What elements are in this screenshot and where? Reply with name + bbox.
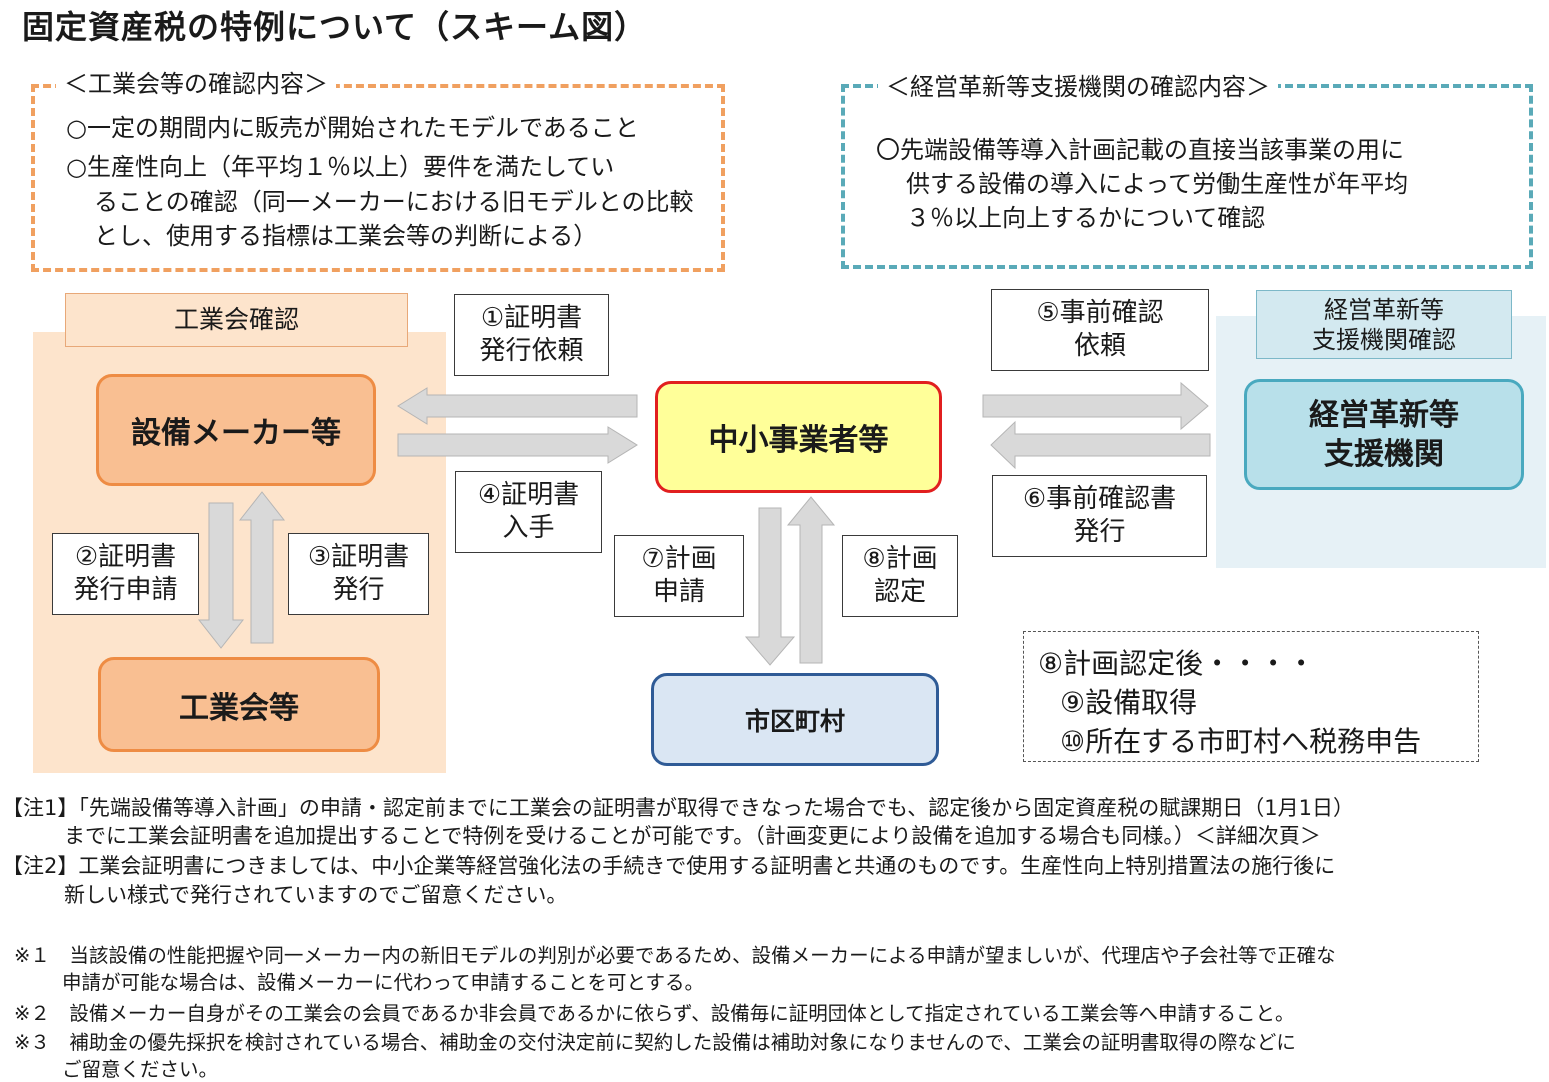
note-1: 【注1】「先端設備等導入計画」の申請・認定前までに工業会の証明書が取得できなった… (2, 796, 1354, 820)
remark-1: ※１ 当該設備の性能把握や同一メーカー内の新旧モデルの判別が必要であるため、設備… (14, 944, 1336, 967)
step-8-label: ⑧計画認定 (842, 535, 958, 617)
arrow-up-issue (238, 491, 286, 644)
page-title: 固定資産税の特例について（スキーム図） (22, 8, 648, 46)
step-4-label: ④証明書入手 (455, 471, 602, 553)
step-7-label: ⑦計画申請 (614, 535, 744, 617)
step-6-line: 発行 (1073, 517, 1126, 547)
step-4-line: ④証明書 (477, 479, 580, 510)
step-7-line: 申請 (652, 577, 705, 607)
step-6-label: ⑥事前確認書発行 (992, 475, 1207, 557)
kogyo-confirmation-line: とし、使用する指標は工業会等の判断による） (94, 222, 598, 250)
arrow-down-plan-apply (744, 507, 796, 666)
step-3-label: ③証明書発行 (288, 533, 429, 615)
step-8-line: 認定 (873, 577, 926, 607)
step-2-line: 発行申請 (73, 575, 178, 605)
support-organization-node: 経営革新等 支援機関 (1244, 379, 1524, 490)
arrow-left-preconfirm-issue (990, 420, 1211, 470)
step-5-line: 依頼 (1073, 331, 1126, 361)
after-approval-line: ⑨設備取得 (1060, 686, 1198, 719)
step-4-line: 入手 (502, 513, 555, 543)
after-approval-line: ⑩所在する市町村へ税務申告 (1060, 725, 1422, 758)
arrow-up-plan-approve (786, 496, 836, 664)
remark-2: ※２ 設備メーカー自身がその工業会の会員であるか非会員であるかに依らず、設備毎に… (14, 1002, 1295, 1025)
support-organization-line: 支援機関 (1324, 436, 1444, 472)
step-2-line: ②証明書 (74, 541, 177, 572)
arrow-left-request (397, 387, 638, 425)
municipality-node: 市区町村 (651, 673, 939, 766)
step-7-line: ⑦計画 (641, 543, 717, 574)
support-confirm-label-line: 経営革新等 (1324, 295, 1444, 324)
sme-node: 中小事業者等 (655, 381, 942, 493)
after-approval-line: ⑧計画認定後・・・・ (1038, 647, 1316, 680)
step-6-line: ⑥事前確認書 (1022, 483, 1177, 514)
step-3-line: 発行 (332, 575, 385, 605)
step-8-line: ⑧計画 (862, 543, 938, 574)
kogyo-confirmation-box (31, 84, 725, 272)
step-2-label: ②証明書発行申請 (52, 533, 199, 615)
arrow-right-obtain (397, 426, 638, 464)
support-confirmation-line: 供する設備の導入によって労働生産性が年平均 (906, 170, 1409, 198)
support-confirmation-heading: ＜経営革新等支援機関の確認内容＞ (878, 67, 1278, 102)
step-5-label: ⑤事前確認依頼 (991, 289, 1209, 371)
note-1-cont: までに工業会証明書を追加提出することで特例を受けることが可能です。（計画変更によ… (64, 824, 1321, 848)
kogyo-confirmation-line: ○生産性向上（年平均１％以上）要件を満たしてい (66, 153, 615, 181)
kogyo-confirm-label: 工業会確認 (65, 293, 408, 347)
remark-3-cont: ご留意ください。 (62, 1058, 219, 1081)
step-1-line: ①証明書 (480, 302, 583, 333)
kogyo-confirmation-heading: ＜工業会等の確認内容＞ (56, 64, 336, 99)
kogyo-confirmation-line: ○一定の期間内に販売が開始されたモデルであること (66, 114, 639, 142)
remark-3: ※３ 補助金の優先採択を検討されている場合、補助金の交付決定前に契約した設備は補… (14, 1031, 1296, 1054)
step-3-line: ③証明書 (307, 541, 410, 572)
arrow-down-apply (197, 502, 245, 649)
note-2-cont: 新しい様式で発行されていますのでご留意ください。 (64, 883, 568, 907)
kogyo-confirmation-line: ることの確認（同一メーカーにおける旧モデルとの比較 (94, 188, 694, 216)
step-5-line: ⑤事前確認 (1036, 297, 1164, 328)
support-confirmation-line: 〇先端設備等導入計画記載の直接当該事業の用に (876, 136, 1404, 164)
support-confirm-label-line: 支援機関確認 (1312, 325, 1456, 354)
support-confirm-label: 経営革新等 支援機関確認 (1256, 290, 1512, 359)
support-organization-line: 経営革新等 (1309, 397, 1459, 433)
step-1-line: 発行依頼 (479, 336, 584, 366)
equipment-maker-node: 設備メーカー等 (96, 374, 376, 486)
step-1-label: ①証明書発行依頼 (454, 294, 609, 376)
remark-1-cont: 申請が可能な場合は、設備メーカーに代わって申請することを可とする。 (62, 971, 704, 994)
support-confirmation-line: ３％以上向上するかについて確認 (906, 204, 1266, 232)
after-approval-note (1023, 631, 1479, 762)
arrow-right-preconfirm (982, 381, 1209, 431)
note-2: 【注2】工業会証明書につきましては、中小企業等経営強化法の手続きで使用する証明書… (2, 854, 1336, 878)
industry-association-node: 工業会等 (98, 657, 380, 752)
